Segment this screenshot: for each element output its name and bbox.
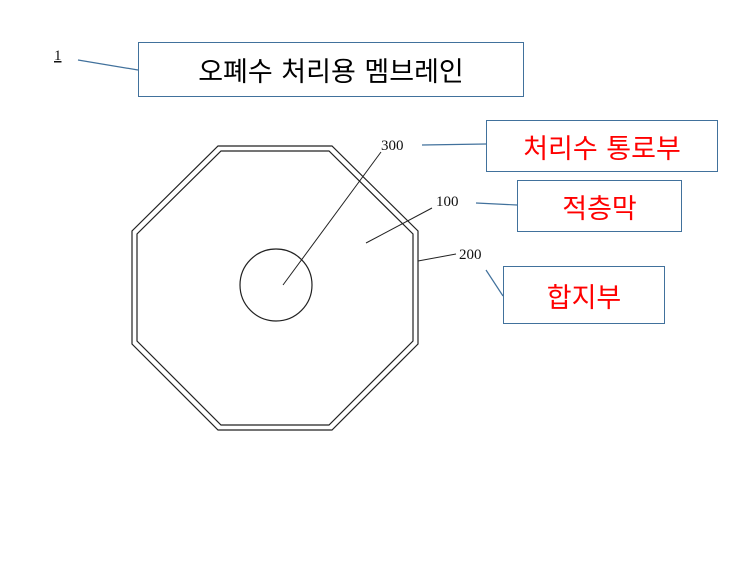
reference-numeral-200: 200 [459, 247, 482, 263]
leader-line-100 [365, 207, 433, 244]
leader-line-300 [282, 151, 382, 286]
callout-box-200: 합지부 [503, 266, 665, 324]
callout-connector-title [77, 59, 139, 71]
label-laminated-membrane: 적층막 [562, 193, 637, 225]
callout-connector-200 [485, 269, 504, 297]
reference-numeral-1: 1 [54, 48, 62, 64]
callout-connector-100 [475, 202, 518, 206]
outer-octagon-outline [131, 145, 419, 431]
label-treated-water-passage: 처리수 통로부 [523, 133, 681, 165]
callout-box-300: 처리수 통로부 [486, 120, 718, 172]
leader-line-200 [417, 253, 457, 262]
reference-numeral-300: 300 [381, 138, 404, 154]
center-passage-circle [239, 248, 313, 322]
title-text: 오폐수 처리용 멤브레인 [198, 57, 464, 88]
title-callout-box: 오폐수 처리용 멤브레인 [138, 42, 524, 97]
callout-box-100: 적층막 [517, 180, 682, 232]
reference-numeral-100: 100 [436, 194, 459, 210]
callout-connector-300 [421, 143, 487, 146]
inner-octagon-outline [136, 150, 414, 426]
label-lamination-portion: 합지부 [546, 282, 622, 314]
